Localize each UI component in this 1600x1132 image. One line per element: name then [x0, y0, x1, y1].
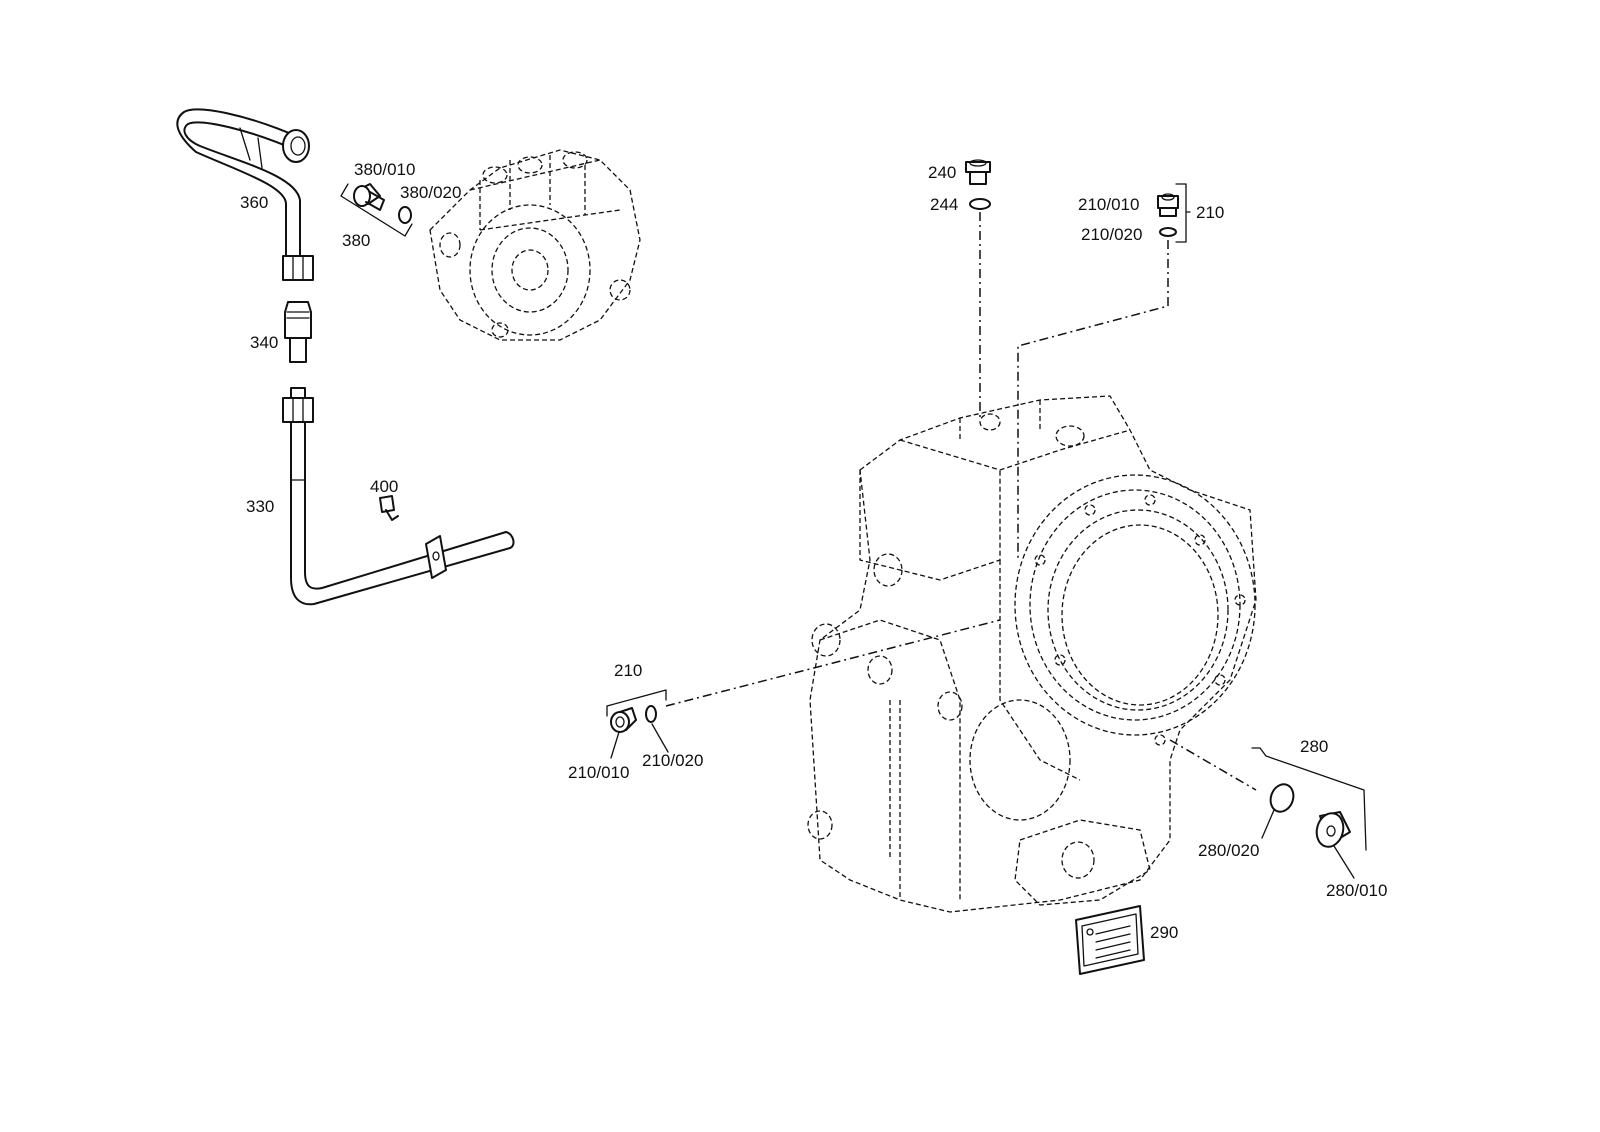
label-400: 400	[370, 477, 398, 496]
callout-labels: 360 380/010 380/020 380 340 330 400 240 …	[240, 160, 1387, 942]
part-210-left-group[interactable]	[606, 689, 669, 759]
label-360: 360	[240, 193, 268, 212]
part-240-plug[interactable]	[965, 159, 991, 185]
part-210-top-group[interactable]	[1157, 183, 1191, 243]
label-330: 330	[246, 497, 274, 516]
part-244-seal-ring[interactable]	[969, 198, 991, 210]
label-290: 290	[1150, 923, 1178, 942]
label-210-top: 210	[1196, 203, 1224, 222]
part-290-nameplate[interactable]	[1075, 905, 1145, 975]
label-380-010: 380/010	[354, 160, 415, 179]
label-380: 380	[342, 231, 370, 250]
part-380-fitting-group[interactable]	[340, 183, 413, 237]
label-210-020-left: 210/020	[642, 751, 703, 770]
pump-housing-assembly[interactable]	[429, 149, 641, 341]
label-240: 240	[928, 163, 956, 182]
label-380-020: 380/020	[400, 183, 461, 202]
label-210-left: 210	[614, 661, 642, 680]
label-280-020: 280/020	[1198, 841, 1259, 860]
transmission-housing[interactable]	[807, 395, 1257, 913]
part-360-bent-pipe[interactable]	[176, 108, 314, 281]
part-340-adapter[interactable]	[284, 301, 312, 363]
label-210-010-left: 210/010	[568, 763, 629, 782]
label-210-020-top: 210/020	[1081, 225, 1142, 244]
part-330-pipe[interactable]	[282, 387, 515, 606]
label-280-010: 280/010	[1326, 881, 1387, 900]
label-340: 340	[250, 333, 278, 352]
label-244: 244	[930, 195, 958, 214]
center-lines	[665, 212, 1257, 791]
part-400-screw[interactable]	[379, 495, 399, 521]
label-210-010-top: 210/010	[1078, 195, 1139, 214]
label-280: 280	[1300, 737, 1328, 756]
part-280-group[interactable]	[1251, 747, 1367, 879]
